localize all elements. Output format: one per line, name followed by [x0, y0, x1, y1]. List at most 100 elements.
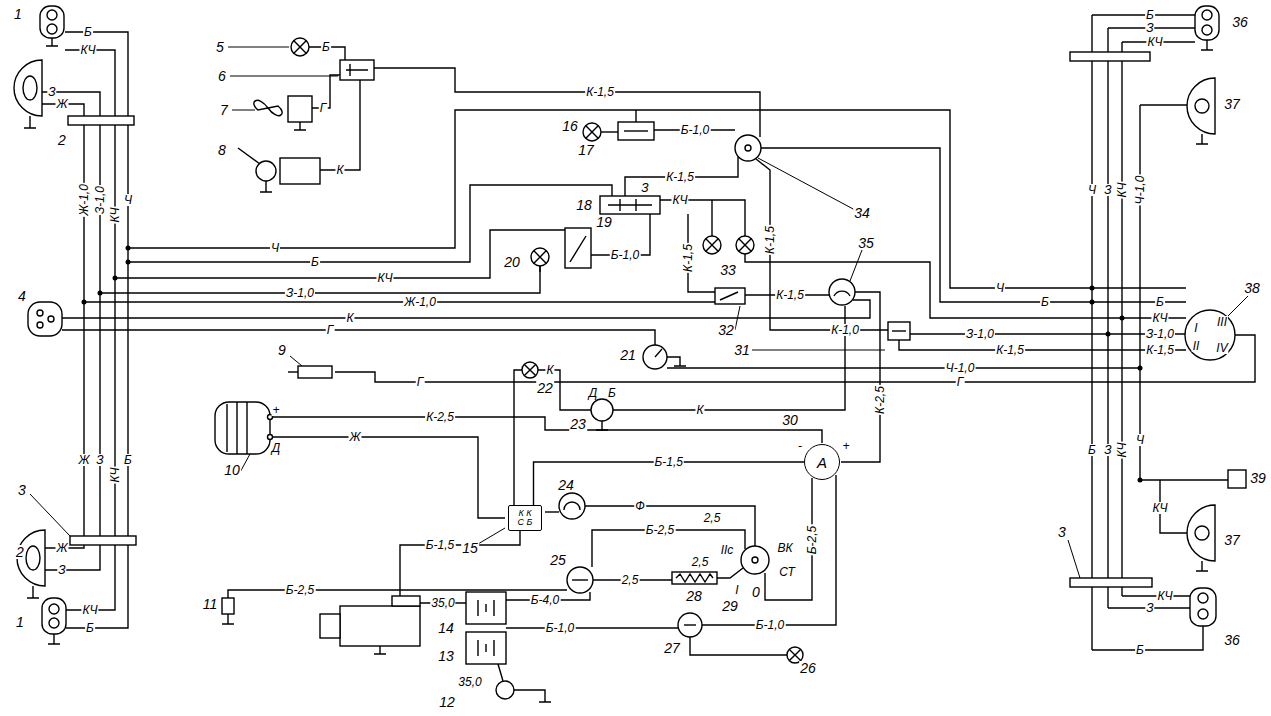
component [298, 366, 332, 378]
wire-label: Ф [634, 500, 646, 512]
wire-label: КЧ [1151, 502, 1168, 514]
component [591, 399, 613, 421]
wire-label: КЧ [109, 206, 121, 223]
wire-label: К-1,5 [682, 243, 694, 273]
wire [635, 110, 636, 122]
component [1195, 99, 1209, 113]
wire [498, 664, 503, 681]
component [340, 60, 374, 80]
wire [667, 367, 1140, 368]
wire-label: II [1192, 340, 1201, 352]
component [522, 362, 538, 378]
wire-label: Б [83, 26, 93, 38]
junction-dot [126, 260, 131, 265]
component [1187, 505, 1215, 561]
wire-label: КЧ [109, 466, 121, 483]
wire [42, 15, 1255, 681]
callout-number: 17 [577, 143, 595, 157]
component [340, 606, 420, 646]
component [1201, 40, 1213, 50]
wire [62, 330, 655, 345]
wire [841, 292, 880, 462]
component [46, 38, 58, 46]
wire [745, 254, 1186, 318]
wire [400, 531, 520, 596]
wire-label: К-1,5 [1145, 344, 1175, 356]
component [68, 116, 134, 125]
component [222, 614, 234, 624]
component [1202, 10, 1212, 20]
wire [585, 506, 755, 546]
callout-number: 15 [461, 541, 479, 555]
callout-number: 3 [1057, 525, 1067, 539]
component [1195, 6, 1219, 40]
junction-dot [1090, 300, 1095, 305]
component [667, 357, 686, 366]
wire-label: К-1,5 [995, 344, 1025, 356]
leader-line [1068, 540, 1080, 578]
component [703, 236, 721, 254]
wire [1139, 105, 1140, 480]
component [27, 586, 39, 598]
wire [335, 335, 1255, 382]
component [28, 302, 62, 336]
callout-number: 1 [15, 615, 25, 629]
wire [1092, 14, 1195, 15]
wire-label: Ч [270, 242, 280, 254]
wire-label: Б-1,0 [610, 249, 641, 261]
wire-label: I [734, 584, 739, 596]
component [291, 38, 309, 56]
component [586, 126, 599, 139]
component [1202, 25, 1212, 35]
callout-number: 24 [557, 478, 575, 492]
callout-number: 6 [217, 69, 227, 83]
wire [711, 200, 712, 236]
component [703, 236, 721, 254]
component [888, 322, 910, 340]
wire-label: Д [271, 442, 281, 454]
component [40, 6, 64, 38]
component [48, 634, 60, 644]
junction-dot [1138, 478, 1143, 483]
wire-label: Ж [55, 98, 68, 110]
component [522, 362, 538, 378]
wire [62, 300, 870, 318]
callout-number: 1 [13, 7, 23, 21]
wire-label: Б [321, 41, 331, 53]
wire-label: + [271, 404, 280, 416]
node-text: К К [518, 509, 531, 518]
wire [625, 157, 738, 196]
component [227, 402, 247, 454]
terminal-block: К КС Б [508, 505, 542, 531]
wire-label: Ж [348, 431, 361, 443]
wire-label: Ч [1135, 434, 1145, 446]
wire-label: Б [1145, 9, 1155, 21]
leader-line [232, 110, 255, 111]
leader-line [850, 250, 862, 281]
junction-dot [98, 291, 103, 296]
component [238, 148, 260, 164]
component [534, 251, 547, 264]
wire-label: Г [326, 324, 335, 336]
callout-number: 18 [575, 198, 593, 212]
component [539, 266, 540, 272]
component [678, 613, 702, 637]
wire-label: Б [310, 256, 320, 268]
component [583, 123, 601, 141]
wire [1140, 104, 1187, 105]
wire-label: К-1,0 [830, 324, 860, 336]
callout-number: 12 [438, 695, 456, 709]
callout-number: 28 [685, 589, 703, 603]
callout-number: 16 [561, 119, 579, 133]
component [294, 41, 307, 54]
component [715, 288, 745, 304]
component [280, 158, 320, 184]
component [288, 96, 312, 122]
wire-label: З [1103, 184, 1112, 196]
component [789, 649, 800, 660]
wire-connector [534, 462, 805, 505]
callout-number: 7 [219, 103, 229, 117]
wire-label: К [335, 164, 344, 176]
callout-number: 36 [1223, 633, 1241, 647]
component [706, 239, 719, 252]
